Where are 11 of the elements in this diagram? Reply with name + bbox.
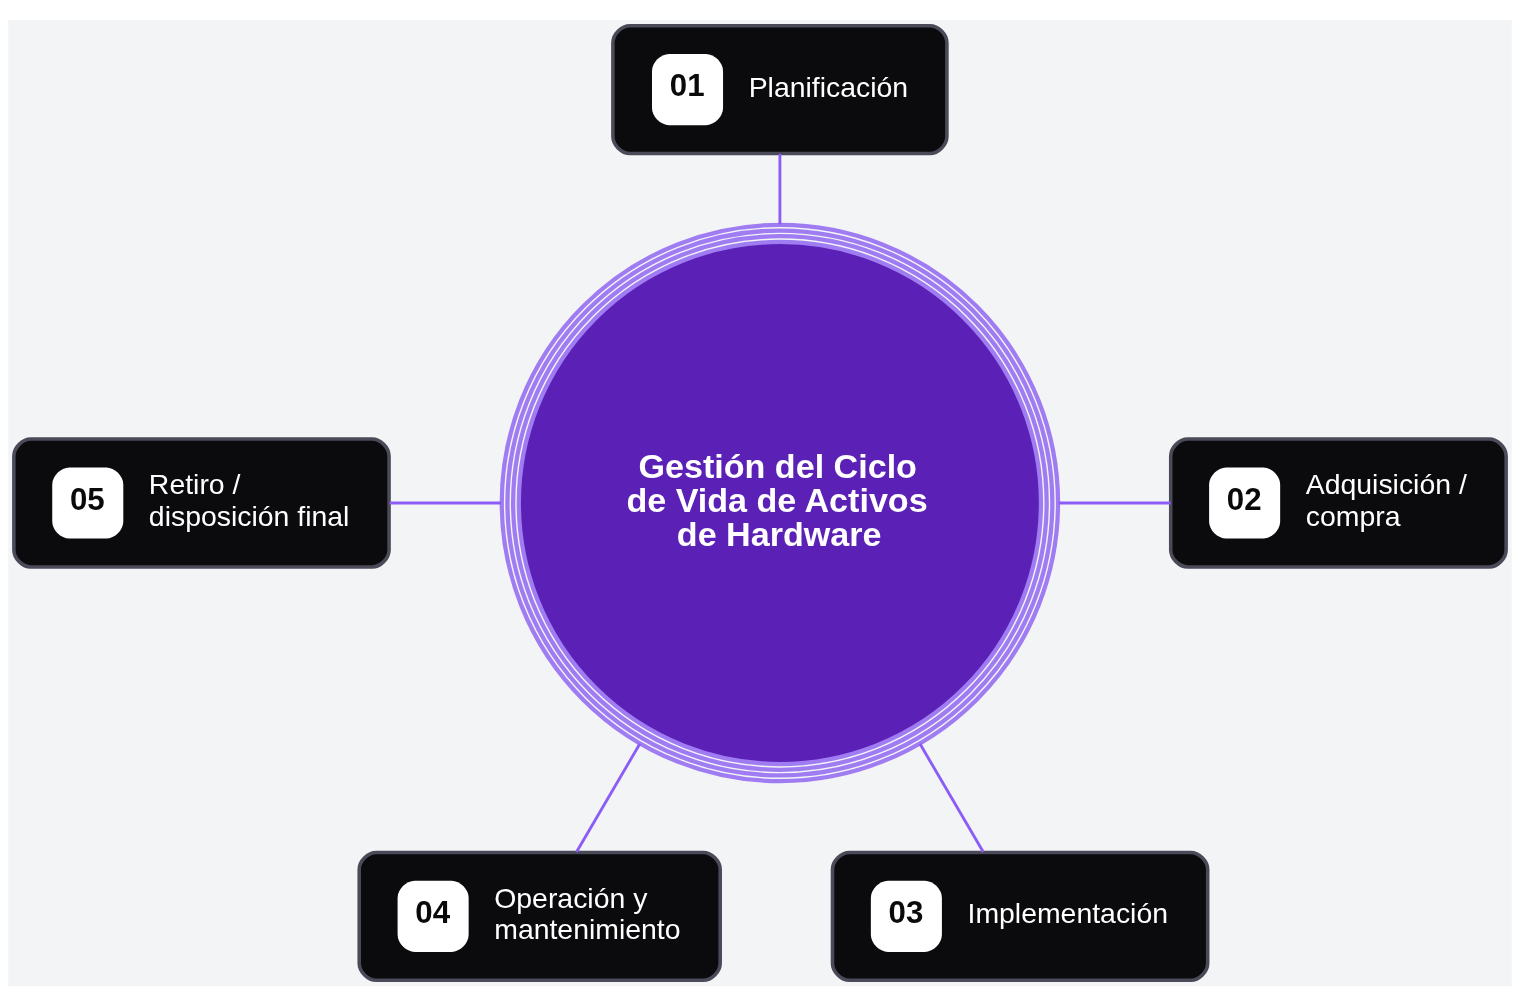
node-box: 03 Implementación — [830, 850, 1210, 983]
connector — [389, 501, 502, 505]
node-box: 01 Planificación — [611, 23, 949, 156]
connector — [778, 153, 782, 225]
node-circle: Gestión del Ciclo de Vida de Activos de Hardware — [499, 222, 1061, 784]
node-box: 04 Operación y mantenimiento — [357, 850, 722, 983]
node-box: 02 Adquisición / compra — [1168, 437, 1508, 569]
node-box: 05 Retiro / disposición final — [12, 437, 391, 569]
connector — [1058, 501, 1171, 505]
connector — [918, 743, 985, 853]
connector — [575, 743, 642, 853]
